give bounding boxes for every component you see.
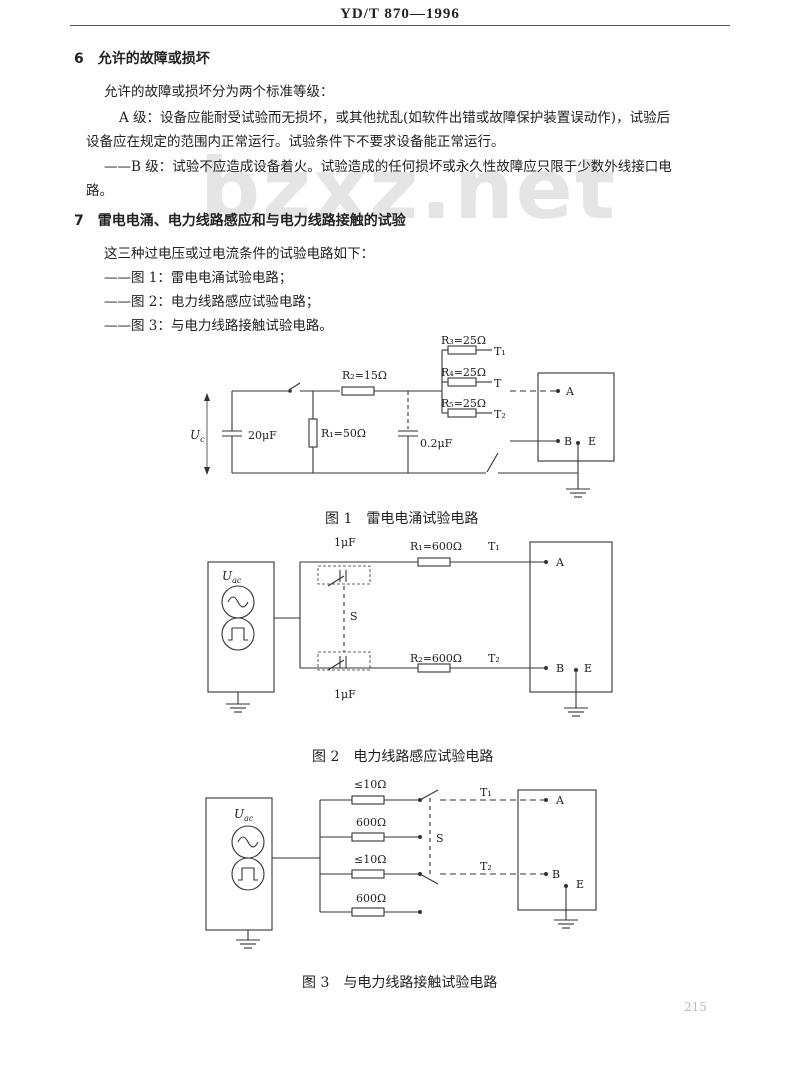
fig3-r-a-resistor: [351, 795, 385, 805]
watermark: bzxz.net: [200, 140, 617, 238]
fig3-t1-label: T₁: [480, 786, 492, 799]
fig3-uac-label: Uac: [234, 807, 254, 823]
fig3-a-label: A: [555, 794, 565, 807]
level-b-line2: 路。: [86, 183, 113, 199]
header-rule: [70, 25, 730, 26]
fig1-e-label: E: [588, 435, 596, 448]
fig1-r4-resistor: [447, 377, 477, 387]
fig1-a-label: A: [565, 385, 575, 398]
fig3-r-b-label: 600Ω: [356, 816, 386, 829]
fig1-r3-label: R₃=25Ω: [441, 334, 486, 347]
fig1-r5-resistor: [447, 408, 477, 418]
fig1-r3-resistor: [447, 345, 477, 355]
fig1-r4-label: R₄=25Ω: [441, 366, 486, 379]
fig2-switch-bottom: [327, 659, 345, 671]
fig3-r-a-label: ≤10Ω: [354, 778, 386, 791]
fig2-equipment-box: [529, 541, 613, 693]
fig3-s-label: S: [436, 832, 444, 845]
fig2-uac-label: Uac: [222, 569, 242, 585]
fig1-switch-blade: [288, 382, 301, 391]
figure-list-item-1: ——图 1：雷电电涌试验电路；: [104, 270, 293, 286]
level-a-line1: A 级：设备应能耐受试验而无损坏，或其他扰乱(如软件出错或故障保护装置误动作)，…: [119, 110, 671, 126]
fig1-r2-label: R₂=15Ω: [342, 369, 387, 382]
fig3-switch-bottom: [419, 873, 439, 885]
fig3-t2-label: T₂: [480, 860, 492, 873]
fig3-b-label: B: [552, 868, 560, 881]
fig2-r1-resistor: [417, 557, 451, 567]
fig1-r2-resistor: [341, 386, 375, 396]
fig3-r-d-label: 600Ω: [356, 892, 386, 905]
fig3-source-box: [205, 797, 273, 931]
fig1-cap2-label: 0.2μF: [420, 437, 453, 450]
section-7-heading: 7 雷电电涌、电力线路感应和与电力线路接触的试验: [74, 213, 406, 229]
level-a-line2: 设备应在规定的范围内正常运行。试验条件下不要求设备能正常运行。: [86, 134, 505, 150]
section-7-intro: 这三种过电压或过电流条件的试验电路如下：: [104, 246, 374, 262]
figure-2-caption: 图 2 电力线路感应试验电路: [312, 749, 494, 765]
fig2-t1-label: T₁: [488, 540, 500, 553]
fig2-source-box: [207, 561, 275, 693]
fig2-b-label: B: [556, 662, 564, 675]
fig3-r-d-resistor: [351, 907, 385, 917]
fig2-square-source-icon: [221, 617, 255, 651]
fig3-e-label: E: [576, 878, 584, 891]
fig1-equipment-box: [537, 372, 615, 462]
page-number: 215: [684, 1000, 707, 1014]
fig1-cap1-label: 20μF: [248, 429, 277, 442]
fig1-r1-resistor: [308, 418, 318, 448]
fig1-uc-label: Uc: [190, 428, 205, 444]
figure-1-diagram: Uc 20μF R₁=50Ω R₂=15Ω 0.2μF R₃=25Ω R₄=25…: [190, 334, 615, 498]
figure-3-caption: 图 3 与电力线路接触试验电路: [302, 975, 498, 991]
fig3-switch-top: [419, 789, 439, 801]
fig3-r-b-resistor: [351, 832, 385, 842]
figure-list-item-3: ——图 3：与电力线路接触试验电路。: [104, 318, 333, 334]
figure-2-diagram: Uac 1μF 1μF S R₁=600Ω R₂=600Ω T₁ T₂ A B …: [207, 536, 613, 717]
fig1-t-label: T: [494, 377, 502, 390]
fig2-a-label: A: [555, 556, 565, 569]
document-header: YD/T 870—1996: [340, 6, 460, 22]
fig1-b-label: B: [564, 435, 572, 448]
fig2-t2-label: T₂: [488, 652, 500, 665]
fig2-s-label: S: [350, 610, 358, 623]
figure-1-caption: 图 1 雷电电涌试验电路: [325, 511, 479, 527]
fig3-equipment-box: [517, 789, 597, 911]
fig1-t1-label: T₁: [494, 345, 506, 358]
level-b-line1: ——B 级：试验不应造成设备着火。试验造成的任何损坏或永久性故障应只限于少数外线…: [104, 159, 672, 175]
fig1-r1-label: R₁=50Ω: [321, 427, 366, 440]
fig2-r1-label: R₁=600Ω: [410, 540, 462, 553]
section-6-heading: 6 允许的故障或损坏: [74, 51, 210, 67]
fig2-cap-bottom-label: 1μF: [334, 688, 356, 701]
fig2-r2-label: R₂=600Ω: [410, 652, 462, 665]
fig2-switch-top: [327, 575, 345, 587]
fig1-r5-label: R₅=25Ω: [441, 397, 486, 410]
fig3-r-c-label: ≤10Ω: [354, 853, 386, 866]
figure-3-diagram: Uac ≤10Ω 600Ω ≤10Ω 600Ω S T₁ T₂ A B E: [205, 778, 597, 949]
fig1-ground-switch: [486, 452, 499, 473]
figure-list-item-2: ——图 2：电力线路感应试验电路；: [104, 294, 320, 310]
fig3-r-c-resistor: [351, 869, 385, 879]
fig2-e-label: E: [584, 662, 592, 675]
fig2-cap-top-label: 1μF: [334, 536, 356, 549]
section-6-intro: 允许的故障或损坏分为两个标准等级：: [104, 84, 334, 100]
fig2-r2-resistor: [417, 663, 451, 673]
fig1-t2-label: T₂: [494, 408, 506, 421]
fig3-square-source-icon: [231, 857, 265, 891]
